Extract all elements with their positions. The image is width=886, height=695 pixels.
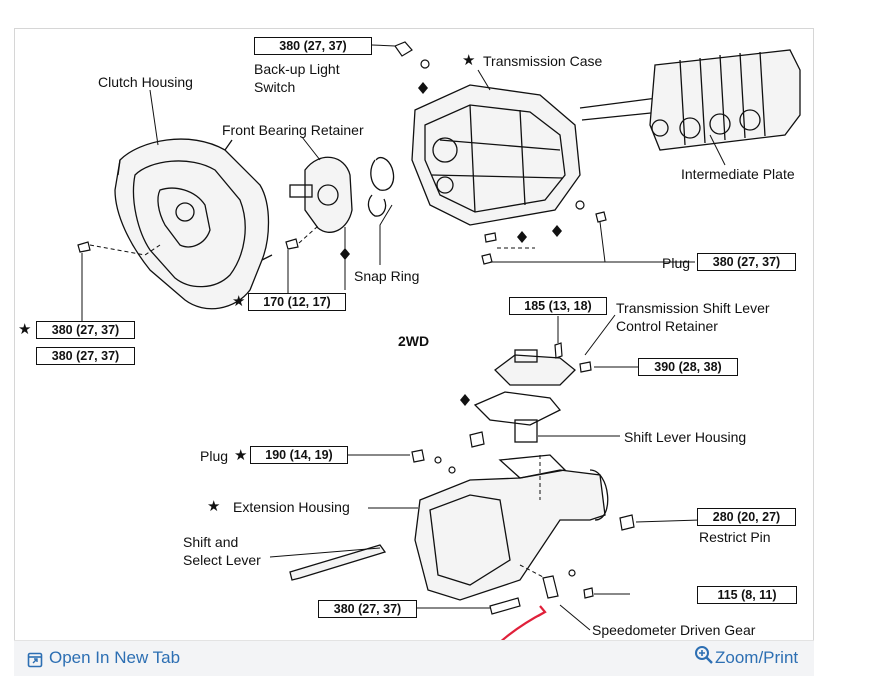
label-restrict-pin: Restrict Pin <box>699 529 771 545</box>
open-new-tab-link[interactable]: Open In New Tab <box>49 648 181 667</box>
image-footer-bar: Open In New Tab Zoom/Print <box>14 640 814 676</box>
label-backup-light-switch-line1: Back-up Light <box>254 61 340 77</box>
label-front-bearing-retainer: Front Bearing Retainer <box>222 122 364 138</box>
label-intermediate-plate: Intermediate Plate <box>681 166 795 182</box>
extension-housing-drawing <box>414 454 609 601</box>
torque-speedo-bolt: 115 (8, 11) <box>697 586 797 604</box>
torque-restrict-pin: 280 (20, 27) <box>697 508 796 526</box>
torque-plug-mid: 190 (14, 19) <box>250 446 348 464</box>
intermediate-plate-drawing <box>579 49 801 151</box>
label-shift-lever-housing: Shift Lever Housing <box>624 429 747 445</box>
label-plug-top: Plug <box>662 255 691 271</box>
leader-lines <box>81 44 726 631</box>
open-new-tab-icon[interactable] <box>27 652 43 668</box>
torque-clutch-bolt-a: 380 (27, 37) <box>36 321 135 339</box>
star-symbol: ★ <box>462 52 476 69</box>
torque-retainer-bolt: 185 (13, 18) <box>509 297 607 315</box>
star-symbol: ★ <box>207 498 221 515</box>
torque-front-retainer-bolt: 170 (12, 17) <box>248 293 346 311</box>
label-backup-light-switch-line2: Switch <box>254 79 296 95</box>
bolts <box>77 41 635 615</box>
shift-select-lever-drawing <box>289 544 387 581</box>
label-snap-ring: Snap Ring <box>354 268 420 284</box>
zoom-icon[interactable] <box>694 645 714 665</box>
zoom-print-link[interactable]: Zoom/Print <box>715 648 799 667</box>
label-shift-lever-retainer-line2: Control Retainer <box>616 318 718 334</box>
star-symbol: ★ <box>232 293 246 310</box>
torque-extension-bolt: 380 (27, 37) <box>318 600 417 618</box>
diamond-marker <box>340 248 350 260</box>
torque-side-bolt: 390 (28, 38) <box>638 358 738 376</box>
label-shift-lever-retainer-line1: Transmission Shift Lever <box>616 300 770 316</box>
label-shift-select-line1: Shift and <box>183 534 239 550</box>
star-symbol: ★ <box>18 321 32 338</box>
label-plug-mid: Plug <box>200 448 229 464</box>
diamond-marker <box>517 231 527 243</box>
diamond-marker <box>460 394 470 406</box>
transmission-case-drawing <box>411 84 581 226</box>
snap-ring-drawing <box>367 157 395 217</box>
label-model-2wd: 2WD <box>398 333 430 349</box>
diamond-markers <box>340 82 562 406</box>
label-extension-housing: Extension Housing <box>233 499 350 515</box>
shift-lever-retainer-drawing <box>473 349 576 443</box>
torque-plug-top: 380 (27, 37) <box>697 253 796 271</box>
label-clutch-housing: Clutch Housing <box>98 74 193 90</box>
label-speedometer-driven-gear: Speedometer Driven Gear <box>592 622 756 638</box>
diamond-marker <box>418 82 428 94</box>
diamond-marker <box>552 225 562 237</box>
torque-backup-switch: 380 (27, 37) <box>254 37 372 55</box>
torque-clutch-bolt-b: 380 (27, 37) <box>36 347 135 365</box>
label-transmission-case: Transmission Case <box>483 53 603 69</box>
label-shift-select-line2: Select Lever <box>183 552 261 568</box>
star-symbol: ★ <box>234 447 248 464</box>
clutch-housing-drawing <box>114 138 273 310</box>
front-bearing-retainer-drawing <box>289 156 353 233</box>
